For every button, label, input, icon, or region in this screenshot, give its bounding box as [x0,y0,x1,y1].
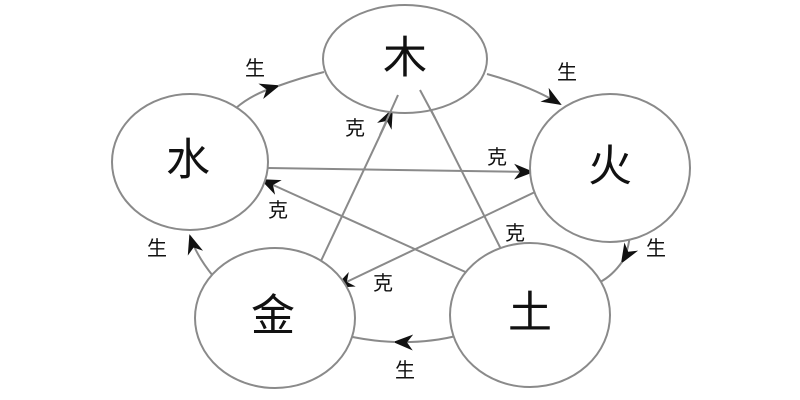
generate-label: 生 [557,60,577,84]
metal-label: 金 [251,291,295,342]
overcome-water-fire [267,163,534,180]
overcome-label: 克 [345,116,365,140]
generate-label: 生 [245,56,265,80]
generate-arc-metal-water [187,234,214,277]
wood-circle [322,4,488,114]
overcome-fire-metal [334,181,557,288]
overcome-label: 克 [268,198,288,222]
fire-circle [529,93,691,243]
generate-arc-wood-fire [486,73,562,106]
overcome-earth-water [260,179,493,285]
overcome-label: 克 [373,271,393,295]
generate-arc-earth-metal-tail [347,335,396,343]
earth-circle [449,242,611,388]
generate-label: 生 [646,236,666,260]
generate-arc-water-wood [235,83,280,109]
water-circle [111,93,269,231]
overcome-metal-wood [311,108,393,281]
overcome-wood-earth [427,103,515,277]
earth-label: 土 [508,288,552,339]
water-label: 水 [166,135,210,186]
wood-label: 木 [383,33,427,84]
generate-arc-earth-metal [393,334,461,351]
generate-label: 生 [147,236,167,260]
metal-circle [194,247,356,389]
generate-label: 生 [395,358,415,382]
overcome-wood-earth-inner [419,89,436,119]
overcome-metal-wood-inner [379,94,399,136]
fire-label: 火 [588,141,632,192]
overcome-label: 克 [487,145,507,169]
overcome-label: 克 [505,221,525,245]
generate-arc-water-wood-tail [277,71,325,87]
generate-arc-fire-earth-tail [599,261,623,283]
